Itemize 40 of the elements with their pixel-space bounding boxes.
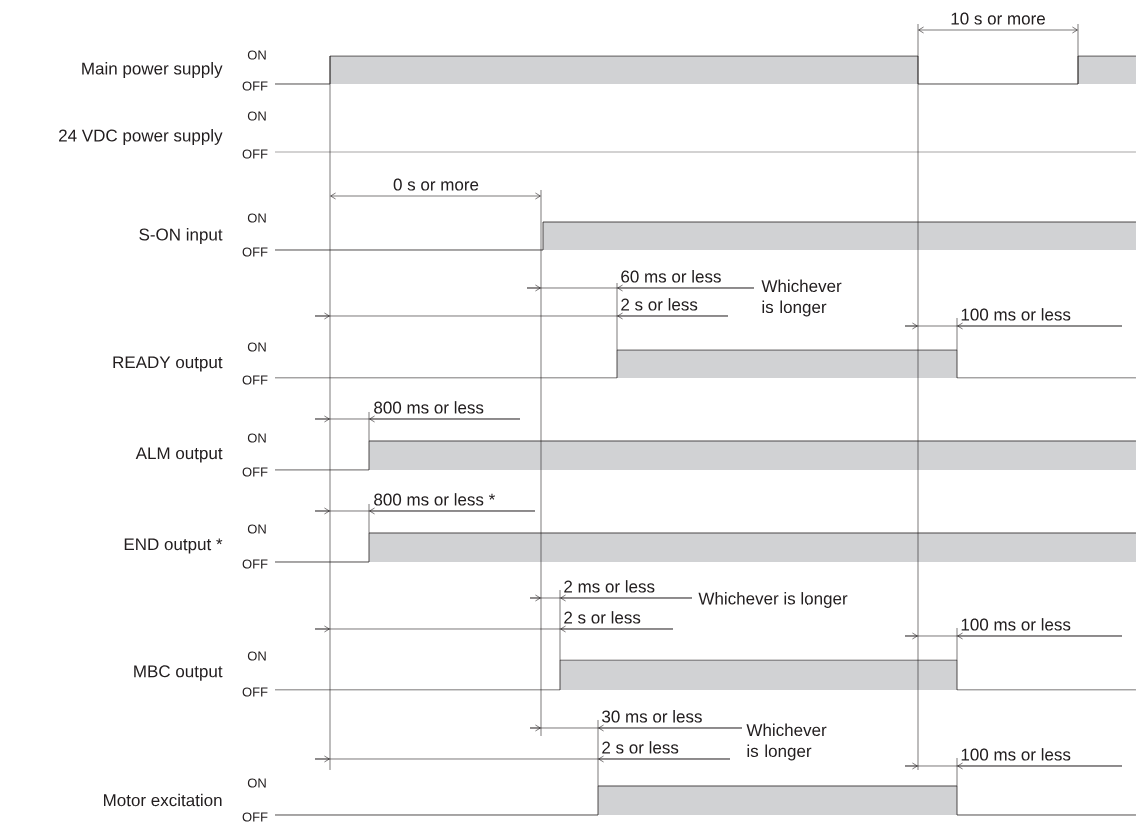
state-label: ON [247,50,266,60]
timing-label: 100 ms or less [961,308,1071,321]
signal-name: 24 VDC power supply [59,129,223,145]
timing-label: 100 ms or less [961,618,1071,631]
signal-name: S-ON input [139,228,223,244]
state-label: ON [247,651,266,661]
signal-name: Main power supply [82,62,223,78]
signal-name: ALM output [135,447,223,463]
timing-label: 60 ms or less [621,270,721,283]
state-label: ON [247,524,266,534]
timing-label: 2 s or less [621,298,698,311]
timing-label: Whichever is longer [746,723,827,761]
state-label: ON [247,778,266,788]
timing-label: 2 s or less [602,741,679,754]
signal-name: Motor excitation [104,793,222,807]
timing-label: 800 ms or less [374,401,484,414]
signal-name: READY output [113,356,223,372]
timing-label: 0 s or more [393,178,479,191]
state-label: OFF [242,559,268,569]
state-label: OFF [242,467,268,477]
timing-label: 2 ms or less [564,580,655,593]
state-label: OFF [242,687,268,697]
signal-name: MBC output [134,665,223,681]
state-label: ON [247,342,266,352]
timing-label: 10 s or more [951,12,1045,25]
state-label: OFF [242,812,268,822]
state-label: ON [247,111,266,121]
state-label: OFF [242,81,268,91]
state-label: OFF [242,375,268,385]
timing-label: 100 ms or less [961,748,1071,761]
timing-label: Whichever is longer [761,279,842,317]
timing-label: 30 ms or less [602,710,702,723]
state-label: OFF [242,247,268,257]
timing-label: 2 s or less [564,611,641,624]
state-label: OFF [242,149,268,159]
timing-label: Whichever is longer [698,592,848,608]
state-label: ON [247,213,266,223]
state-label: ON [247,433,266,443]
timing-label: 800 ms or less * [374,493,495,506]
signal-name: END output * [124,538,223,554]
